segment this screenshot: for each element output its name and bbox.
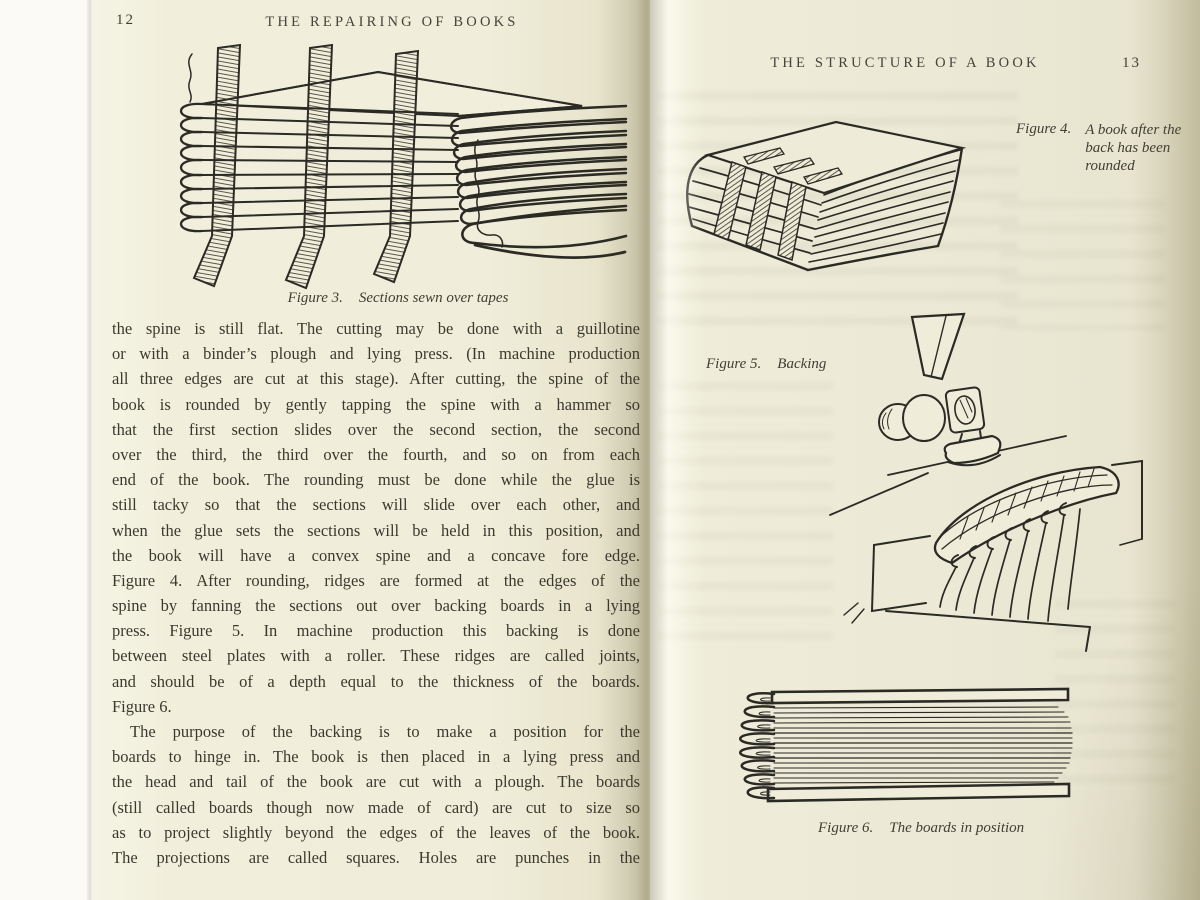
page-number-right: 13 bbox=[1122, 55, 1141, 71]
figure5-illustration bbox=[829, 312, 1143, 652]
body-line: as to project slightly beyond the edges … bbox=[112, 822, 640, 842]
figure3-illustration bbox=[180, 43, 628, 290]
figure3-caption-text: Sections sewn over tapes bbox=[358, 290, 509, 306]
body-text: the spine is still flat. The cutting may… bbox=[112, 316, 640, 870]
page-edge-left bbox=[0, 0, 92, 900]
figure5-caption: Figure 5. Backing bbox=[706, 356, 826, 373]
body-line: The projections are called squares. Hole… bbox=[112, 847, 640, 867]
body-line: or with a binder’s plough and lying pres… bbox=[112, 344, 640, 364]
page-edge-rim bbox=[86, 0, 92, 900]
figure6-caption-label: Figure 6. bbox=[818, 820, 874, 836]
figure6-illustration bbox=[739, 687, 1073, 803]
body-line: spine by fanning the sections out over b… bbox=[112, 596, 640, 616]
figure4-caption: Figure 4. A book after the back has been… bbox=[1016, 121, 1181, 175]
body-line: book is rounded by gently tapping the sp… bbox=[112, 394, 640, 414]
body-line: still tacky so that the sections will sl… bbox=[112, 495, 640, 515]
running-head-right: THE STRUCTURE OF A BOOK bbox=[770, 55, 1040, 71]
figure6-caption: Figure 6. The boards in position bbox=[818, 820, 1024, 837]
body-line: boards to hinge in. The book is then pla… bbox=[112, 747, 640, 767]
page-number-left: 12 bbox=[116, 12, 135, 28]
figure5-caption-label: Figure 5. bbox=[706, 356, 762, 372]
figure6-caption-text: The boards in position bbox=[889, 820, 1025, 836]
body-line: Figure 6. bbox=[112, 696, 172, 716]
figure3-caption: Figure 3. Sections sewn over tapes bbox=[238, 290, 558, 307]
body-line: end of the book. The rounding must be do… bbox=[112, 470, 640, 490]
running-head-left: THE REPAIRING OF BOOKS bbox=[265, 14, 519, 30]
body-line: over the third, the third over the fourt… bbox=[112, 444, 640, 464]
body-line: between steel plates with a roller. Thes… bbox=[112, 646, 640, 666]
figure3-caption-label: Figure 3. bbox=[287, 290, 343, 306]
body-line: Figure 4. After rounding, ridges are for… bbox=[112, 570, 640, 590]
body-line: and should be of a depth equal to the th… bbox=[112, 671, 640, 691]
figure4-illustration bbox=[686, 120, 967, 272]
body-line: the book will have a convex spine and a … bbox=[112, 545, 640, 565]
body-line: the spine is still flat. The cutting may… bbox=[112, 319, 640, 338]
figure4-caption-text: A book after the back has been rounded bbox=[1085, 122, 1182, 174]
body-line: the head and tail of the book are cut wi… bbox=[112, 772, 640, 792]
figure4-caption-label: Figure 4. bbox=[1016, 121, 1072, 137]
body-line: that the first section slides over the s… bbox=[112, 419, 640, 439]
body-line: press. Figure 5. In machine production t… bbox=[112, 621, 640, 641]
body-line: when the glue sets the sections will be … bbox=[112, 520, 640, 540]
figure5-caption-text: Backing bbox=[777, 356, 827, 372]
body-line: (still called boards though now made of … bbox=[112, 797, 640, 817]
body-line: The purpose of the backing is to make a … bbox=[130, 722, 640, 741]
body-line: all three edges are cut at this stage). … bbox=[112, 369, 640, 389]
